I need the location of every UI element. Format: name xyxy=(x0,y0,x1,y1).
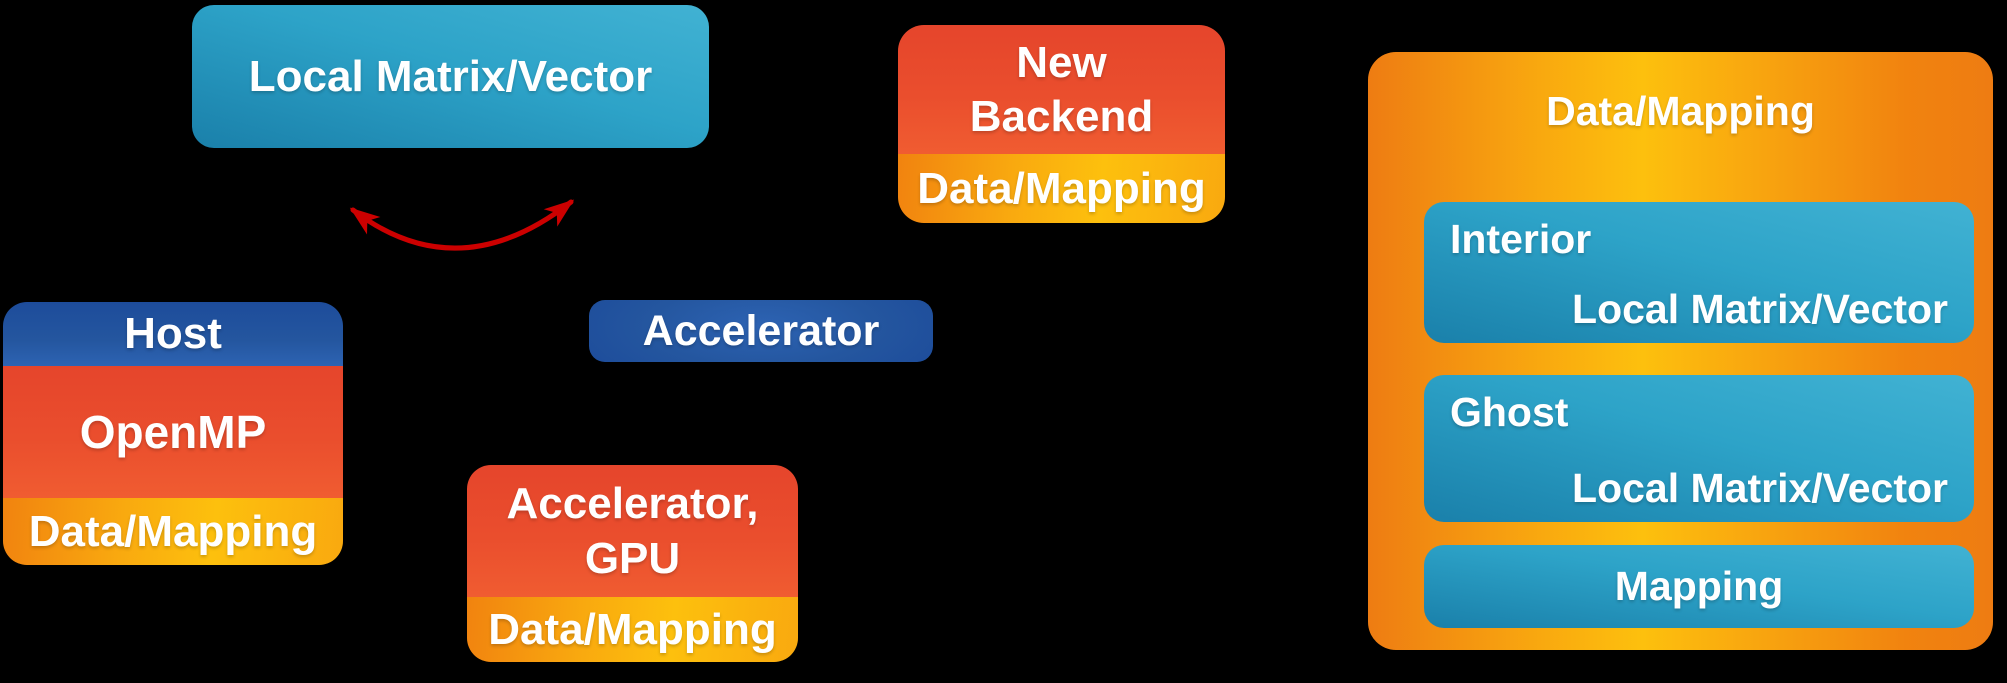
new-backend-section: New Backend xyxy=(898,25,1225,154)
interior-title: Interior xyxy=(1450,216,1592,262)
host-data-mapping-section: Data/Mapping xyxy=(3,498,343,565)
host-header: Host xyxy=(3,302,343,366)
host-data-mapping-label: Data/Mapping xyxy=(28,506,318,556)
bidirectional-sync-arrow xyxy=(349,199,575,251)
accelerator-gpu-line2: GPU xyxy=(584,534,681,583)
accelerator-gpu-line1: Accelerator, xyxy=(506,479,759,528)
new-backend-box: New Backend Data/Mapping xyxy=(898,25,1225,223)
gpu-data-mapping-section: Data/Mapping xyxy=(467,597,798,662)
host-label: Host xyxy=(124,309,222,358)
data-mapping-group-title: Data/Mapping xyxy=(1546,88,1815,134)
accelerator-gpu-section: Accelerator, GPU xyxy=(467,465,798,597)
new-backend-line2: Backend xyxy=(969,91,1154,141)
openmp-section: OpenMP xyxy=(3,366,343,498)
mapping-label: Mapping xyxy=(1614,563,1784,609)
mapping-box: Mapping xyxy=(1424,545,1974,628)
ghost-local-matrix-vector-label: Local Matrix/Vector xyxy=(1572,465,1948,511)
ghost-title: Ghost xyxy=(1450,389,1569,435)
local-matrix-vector-label: Local Matrix/Vector xyxy=(248,51,653,101)
accelerator-label: Accelerator xyxy=(642,306,880,355)
data-mapping-group-box: Data/Mapping Interior Local Matrix/Vecto… xyxy=(1368,52,1993,650)
accelerator-gpu-box: Accelerator, GPU Data/Mapping xyxy=(467,465,798,662)
new-backend-data-mapping-label: Data/Mapping xyxy=(917,163,1206,213)
ghost-box: Ghost Local Matrix/Vector xyxy=(1424,375,1974,522)
interior-local-matrix-vector-label: Local Matrix/Vector xyxy=(1572,286,1948,332)
local-matrix-vector-box: Local Matrix/Vector xyxy=(192,5,709,148)
new-backend-data-mapping-section: Data/Mapping xyxy=(898,154,1225,223)
gpu-data-mapping-label: Data/Mapping xyxy=(488,604,777,654)
arrow-curve xyxy=(349,199,575,251)
host-stack-box: Host OpenMP Data/Mapping xyxy=(3,302,343,565)
accelerator-box: Accelerator xyxy=(589,300,933,362)
openmp-label: OpenMP xyxy=(79,406,267,458)
interior-box: Interior Local Matrix/Vector xyxy=(1424,202,1974,343)
new-backend-line1: New xyxy=(1016,37,1107,87)
